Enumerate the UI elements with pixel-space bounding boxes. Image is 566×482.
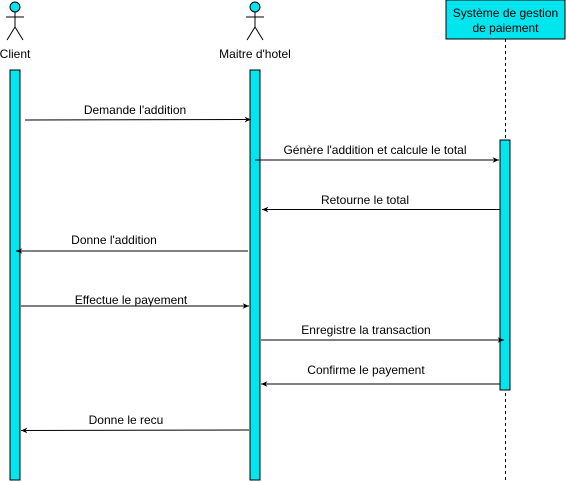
stick-figure-icon xyxy=(6,1,24,41)
actor-label-client: Client xyxy=(0,47,31,61)
activation-bar-client xyxy=(9,69,21,481)
message-arrow xyxy=(20,427,250,434)
message-genere-addition: Génère l'addition et calcule le total xyxy=(255,143,499,163)
message-label: Donne le recu xyxy=(89,413,164,427)
activation-bar-maitre xyxy=(249,69,261,481)
message-label: Donne l'addition xyxy=(71,233,157,247)
message-demande-addition: Demande l'addition xyxy=(24,103,252,123)
message-label: Effectue le payement xyxy=(75,293,188,307)
message-arrow xyxy=(24,116,252,123)
message-effectue-payement: Effectue le payement xyxy=(21,293,249,309)
system-box xyxy=(445,0,566,40)
system-label-line2: de paiement xyxy=(472,21,539,35)
message-enregistre-transaction: Enregistre la transaction xyxy=(261,323,504,343)
system-label-line1: Système de gestion xyxy=(453,6,558,20)
stick-figure-icon xyxy=(246,1,264,41)
actor-label-maitre: Maitre d'hotel xyxy=(219,47,291,61)
message-label: Retourne le total xyxy=(321,193,409,207)
actor-client: Client xyxy=(0,1,31,61)
message-donne-addition: Donne l'addition xyxy=(16,233,248,254)
message-label: Confirme le payement xyxy=(307,363,425,377)
message-label: Demande l'addition xyxy=(84,103,186,117)
message-retourne-total: Retourne le total xyxy=(262,193,500,213)
system-participant: Système de gestion de paiement xyxy=(445,0,566,40)
message-confirme-payement: Confirme le payement xyxy=(261,363,500,387)
actor-maitre-dhotel: Maitre d'hotel xyxy=(219,1,291,61)
activation-bar-systeme xyxy=(499,139,511,391)
message-label: Génère l'addition et calcule le total xyxy=(283,143,466,157)
message-donne-recu: Donne le recu xyxy=(20,413,250,434)
message-label: Enregistre la transaction xyxy=(301,323,430,337)
